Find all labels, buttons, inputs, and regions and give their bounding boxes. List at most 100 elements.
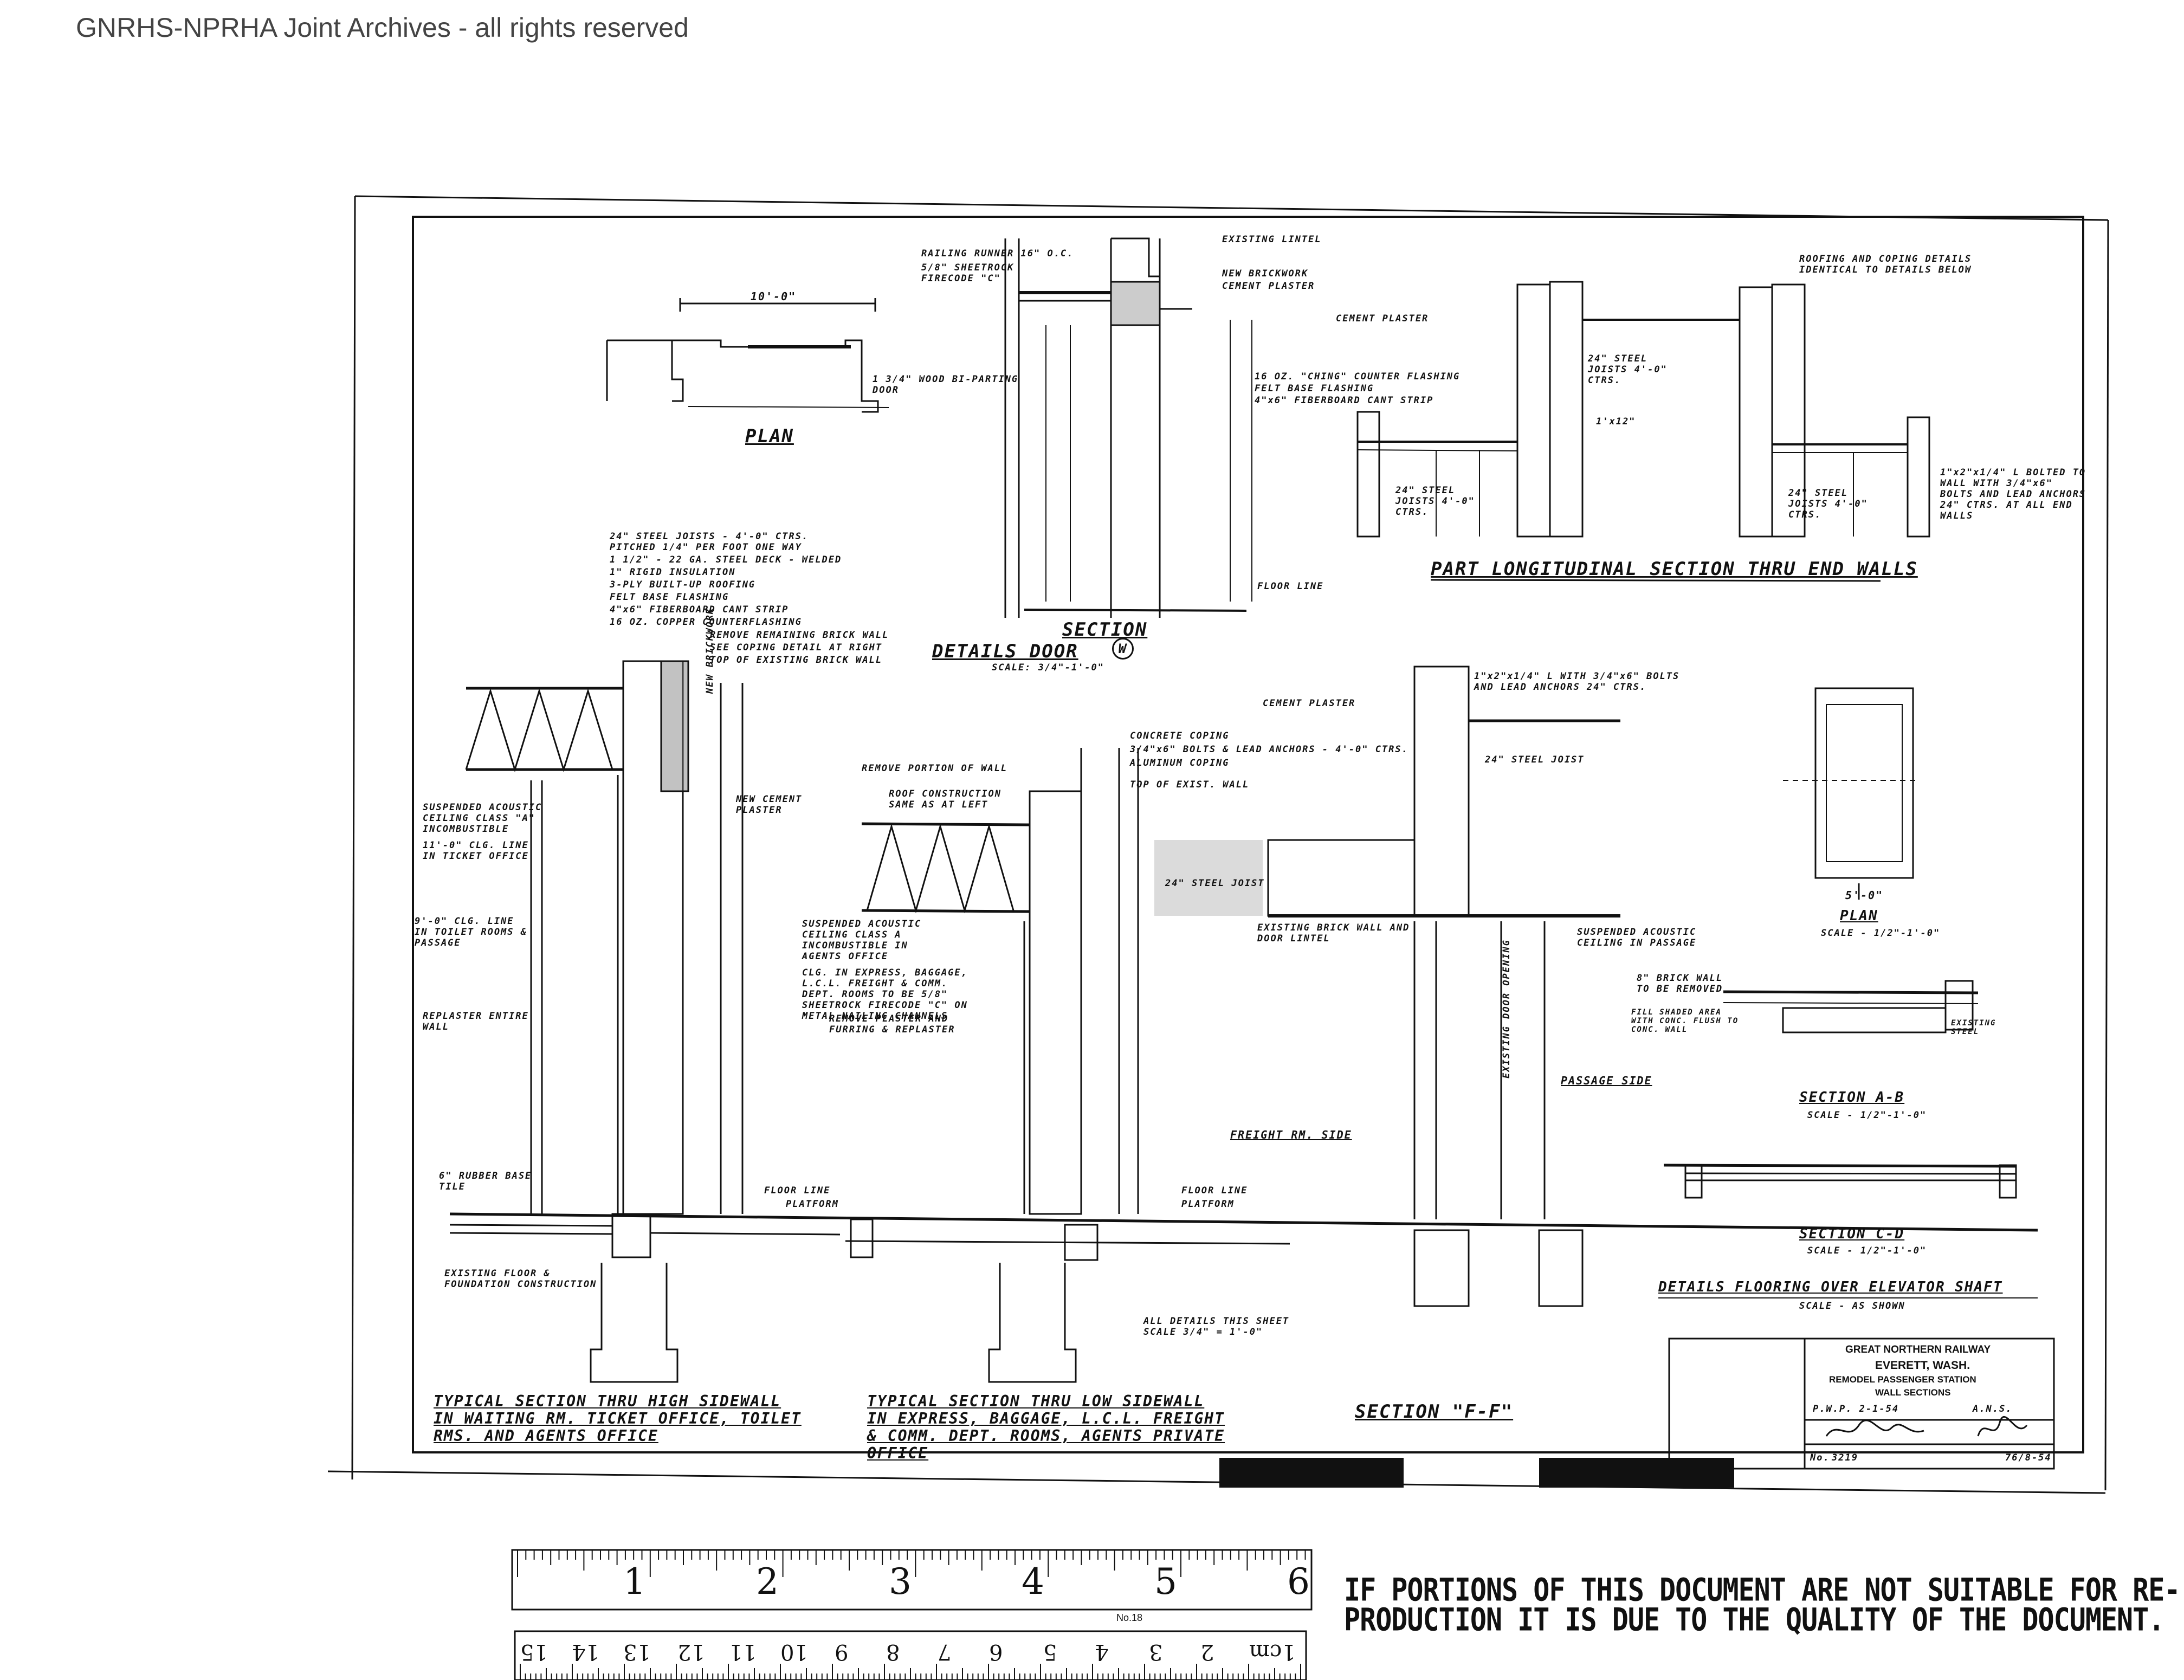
callout-top-existing-wall: TOP OF EXISTING BRICK WALL	[710, 655, 883, 665]
section-ab-title: SECTION A-B	[1799, 1089, 1905, 1106]
title-block-railway: GREAT NORTHERN RAILWAY	[1845, 1344, 1991, 1355]
ff-freight-side: FREIGHT RM. SIDE	[1230, 1128, 1352, 1141]
callout-bolts-lead-anchors: 3/4"x6" BOLTS & LEAD ANCHORS - 4'-0" CTR…	[1130, 744, 1408, 755]
title-block-sheet: 76/8-54	[2005, 1452, 2052, 1463]
ruler-inch-6: 6	[1287, 1561, 1310, 1603]
high-floor-line: FLOOR LINE	[764, 1185, 831, 1196]
callout-end-joists-right: 24" STEEL JOISTS 4'-0" CTRS.	[1788, 488, 1868, 520]
section-ab-scale: SCALE - 1/2"-1'-0"	[1807, 1110, 1927, 1121]
title-block-frame	[1668, 1337, 2055, 1470]
callout-sheetrock: 5/8" SHEETROCK FIRECODE "C"	[921, 262, 1015, 284]
callout-end-joists-upper: 24" STEEL JOISTS 4'-0" CTRS.	[1588, 353, 1668, 386]
callout-remove-plaster: REMOVE PLASTER AND FURRING & REPLASTER	[829, 1013, 955, 1035]
callout-end-felt-flashing: FELT BASE FLASHING	[1255, 383, 1374, 394]
callout-ticket-office-clg: 11'-0" CLG. LINE IN TICKET OFFICE	[423, 840, 529, 862]
ff-passage-side: PASSAGE SIDE	[1561, 1074, 1652, 1087]
section-cd-title: SECTION C-D	[1799, 1226, 1905, 1242]
title-block-subject: WALL SECTIONS	[1875, 1387, 1951, 1398]
callout-end-cement-plaster: CEMENT PLASTER	[1336, 313, 1429, 324]
elevator-details-scale: SCALE - AS SHOWN	[1799, 1301, 1905, 1311]
callout-top-exist-wall: TOP OF EXIST. WALL	[1130, 779, 1250, 790]
callout-cement-plaster: CEMENT PLASTER	[1222, 281, 1315, 292]
callout-rubber-base: 6" RUBBER BASE TILE	[439, 1171, 532, 1192]
callout-existing-floor: EXISTING FLOOR & FOUNDATION CONSTRUCTION	[444, 1268, 597, 1290]
callout-remove-brick-wall: REMOVE REMAINING BRICK WALL	[710, 630, 889, 641]
callout-existing-lintel: EXISTING LINTEL	[1222, 234, 1322, 245]
engineer-signatures	[1825, 1416, 2028, 1437]
door-floor-line: FLOOR LINE	[1257, 581, 1324, 592]
high-sidewall-title: TYPICAL SECTION THRU HIGH SIDEWALL IN WA…	[434, 1392, 802, 1445]
title-block-project: REMODEL PASSENGER STATION	[1829, 1374, 1976, 1385]
callout-fill-shaded: FILL SHADED AREA WITH CONC. FLUSH TO CON…	[1631, 1008, 1739, 1034]
callout-ff-acoustic-ceiling: SUSPENDED ACOUSTIC CEILING IN PASSAGE	[1577, 927, 1697, 948]
callout-copper-counterflashing: 16 OZ. COPPER COUNTERFLASHING	[610, 617, 802, 628]
details-door-scale: SCALE: 3/4"-1'-0"	[992, 662, 1104, 673]
callout-replaster: REPLASTER ENTIRE WALL	[423, 1011, 529, 1032]
section-ff-drawing	[1154, 665, 1620, 1307]
title-block-location: EVERETT, WASH.	[1875, 1359, 1970, 1372]
callout-counter-flashing: 16 OZ. "CHING" COUNTER FLASHING	[1255, 371, 1461, 382]
callout-see-coping: SEE COPING DETAIL AT RIGHT	[710, 642, 883, 653]
callout-express-ceiling: CLG. IN EXPRESS, BAGGAGE, L.C.L. FREIGHT…	[802, 967, 968, 1022]
details-door-title: DETAILS DOOR	[932, 641, 1078, 662]
elevator-details-drawing	[1658, 687, 2038, 1298]
callout-end-dim: 1'x12"	[1596, 416, 1636, 427]
title-block-number-prefix: No.	[1810, 1452, 1830, 1463]
callout-existing-steel: EXISTING STEEL	[1951, 1019, 1996, 1036]
quality-notice-line-2: PRODUCTION IT IS DUE TO THE QUALITY OF T…	[1344, 1601, 2164, 1638]
callout-steel-deck: 1 1/2" - 22 GA. STEEL DECK - WELDED	[610, 554, 842, 565]
elevator-plan-dim: 5'-0"	[1845, 889, 1884, 902]
end-walls-title: PART LONGITUDINAL SECTION THRU END WALLS	[1431, 558, 1918, 580]
ruler-drawing	[511, 1549, 1313, 1680]
callout-built-up-roofing: 3-PLY BUILT-UP ROOFING	[610, 579, 756, 590]
callout-felt-flashing: FELT BASE FLASHING	[610, 592, 729, 603]
door-mark-circle: W	[1112, 638, 1134, 660]
door-plan-title: PLAN	[745, 425, 794, 447]
elevator-plan-scale: SCALE - 1/2"-1'-0"	[1821, 928, 1941, 939]
ruler-ticks	[517, 1550, 1306, 1680]
callout-ff-cement-plaster: CEMENT PLASTER	[1263, 698, 1356, 709]
ruler-inch-1: 1	[623, 1561, 646, 1603]
sheet-border	[327, 195, 2109, 1494]
callout-low-acoustic-ceiling: SUSPENDED ACOUSTIC CEILING CLASS A INCOM…	[802, 919, 922, 962]
callout-end-cant-strip: 4"x6" FIBERBOARD CANT STRIP	[1255, 395, 1434, 406]
callout-ff-steel-joist-upper: 24" STEEL JOIST	[1485, 754, 1585, 765]
ruler-inch-3: 3	[889, 1561, 912, 1603]
high-platform: PLATFORM	[786, 1199, 839, 1210]
low-sidewall-title: TYPICAL SECTION THRU LOW SIDEWALL IN EXP…	[867, 1392, 1225, 1462]
title-block-checked: A.N.S.	[1973, 1404, 2013, 1414]
callout-brick-wall-removed: 8" BRICK WALL TO BE REMOVED	[1637, 973, 1723, 994]
door-plan-dimension: 10'-0"	[751, 290, 797, 303]
callout-acoustic-ceiling: SUSPENDED ACOUSTIC CEILING CLASS "A" INC…	[423, 802, 542, 835]
ruler-label: No.18	[1116, 1612, 1143, 1623]
callout-all-details-scale: ALL DETAILS THIS SHEET SCALE 3/4" = 1'-0…	[1143, 1316, 1290, 1337]
callout-ff-steel-joist-lower: 24" STEEL JOIST	[1165, 878, 1265, 889]
callout-new-cement-plaster: NEW CEMENT PLASTER	[736, 794, 803, 816]
callout-remove-portion: REMOVE PORTION OF WALL	[862, 763, 1008, 774]
low-floor-line: FLOOR LINE	[1181, 1185, 1248, 1196]
callout-toilet-clg: 9'-0" CLG. LINE IN TOILET ROOMS & PASSAG…	[415, 916, 527, 948]
section-ff-title: SECTION "F-F"	[1355, 1401, 1514, 1423]
door-plan-drawing	[606, 298, 889, 413]
low-platform: PLATFORM	[1181, 1199, 1235, 1210]
elevator-details-title: DETAILS FLOORING OVER ELEVATOR SHAFT	[1658, 1279, 2003, 1295]
archive-watermark: GNRHS-NPRHA Joint Archives - all rights …	[76, 12, 689, 43]
callout-roofing-coping: ROOFING AND COPING DETAILS IDENTICAL TO …	[1799, 254, 1972, 275]
callout-roof-construction: ROOF CONSTRUCTION SAME AS AT LEFT	[889, 789, 1001, 810]
callout-steel-joists: 24" STEEL JOISTS - 4'-0" CTRS. PITCHED 1…	[610, 531, 809, 553]
ruler-inch-2: 2	[756, 1561, 779, 1603]
callout-end-joists-left: 24" STEEL JOISTS 4'-0" CTRS.	[1395, 485, 1475, 518]
callout-cant-strip: 4"x6" FIBERBOARD CANT STRIP	[610, 604, 789, 615]
scanner-artifacts	[1219, 1458, 1734, 1488]
callout-ff-existing-brick: EXISTING BRICK WALL AND DOOR LINTEL	[1257, 922, 1410, 944]
callout-end-angle-bolts: 1"x2"x1/4" L BOLTED TO WALL WITH 3/4"x6"…	[1940, 467, 2086, 521]
callout-rigid-insulation: 1" RIGID INSULATION	[610, 567, 736, 578]
door-section-title: SECTION	[1062, 619, 1148, 641]
quality-notice-line-1: IF PORTIONS OF THIS DOCUMENT ARE NOT SUI…	[1344, 1572, 2180, 1608]
callout-railing: RAILING RUNNER 16" O.C.	[921, 248, 1074, 259]
elevator-plan-title: PLAN	[1840, 908, 1878, 924]
callout-aluminum-coping: ALUMINUM COPING	[1130, 758, 1230, 768]
callout-new-brickwork-vertical: NEW BRICKWORK	[705, 607, 715, 694]
low-sidewall-section	[845, 748, 1290, 1383]
